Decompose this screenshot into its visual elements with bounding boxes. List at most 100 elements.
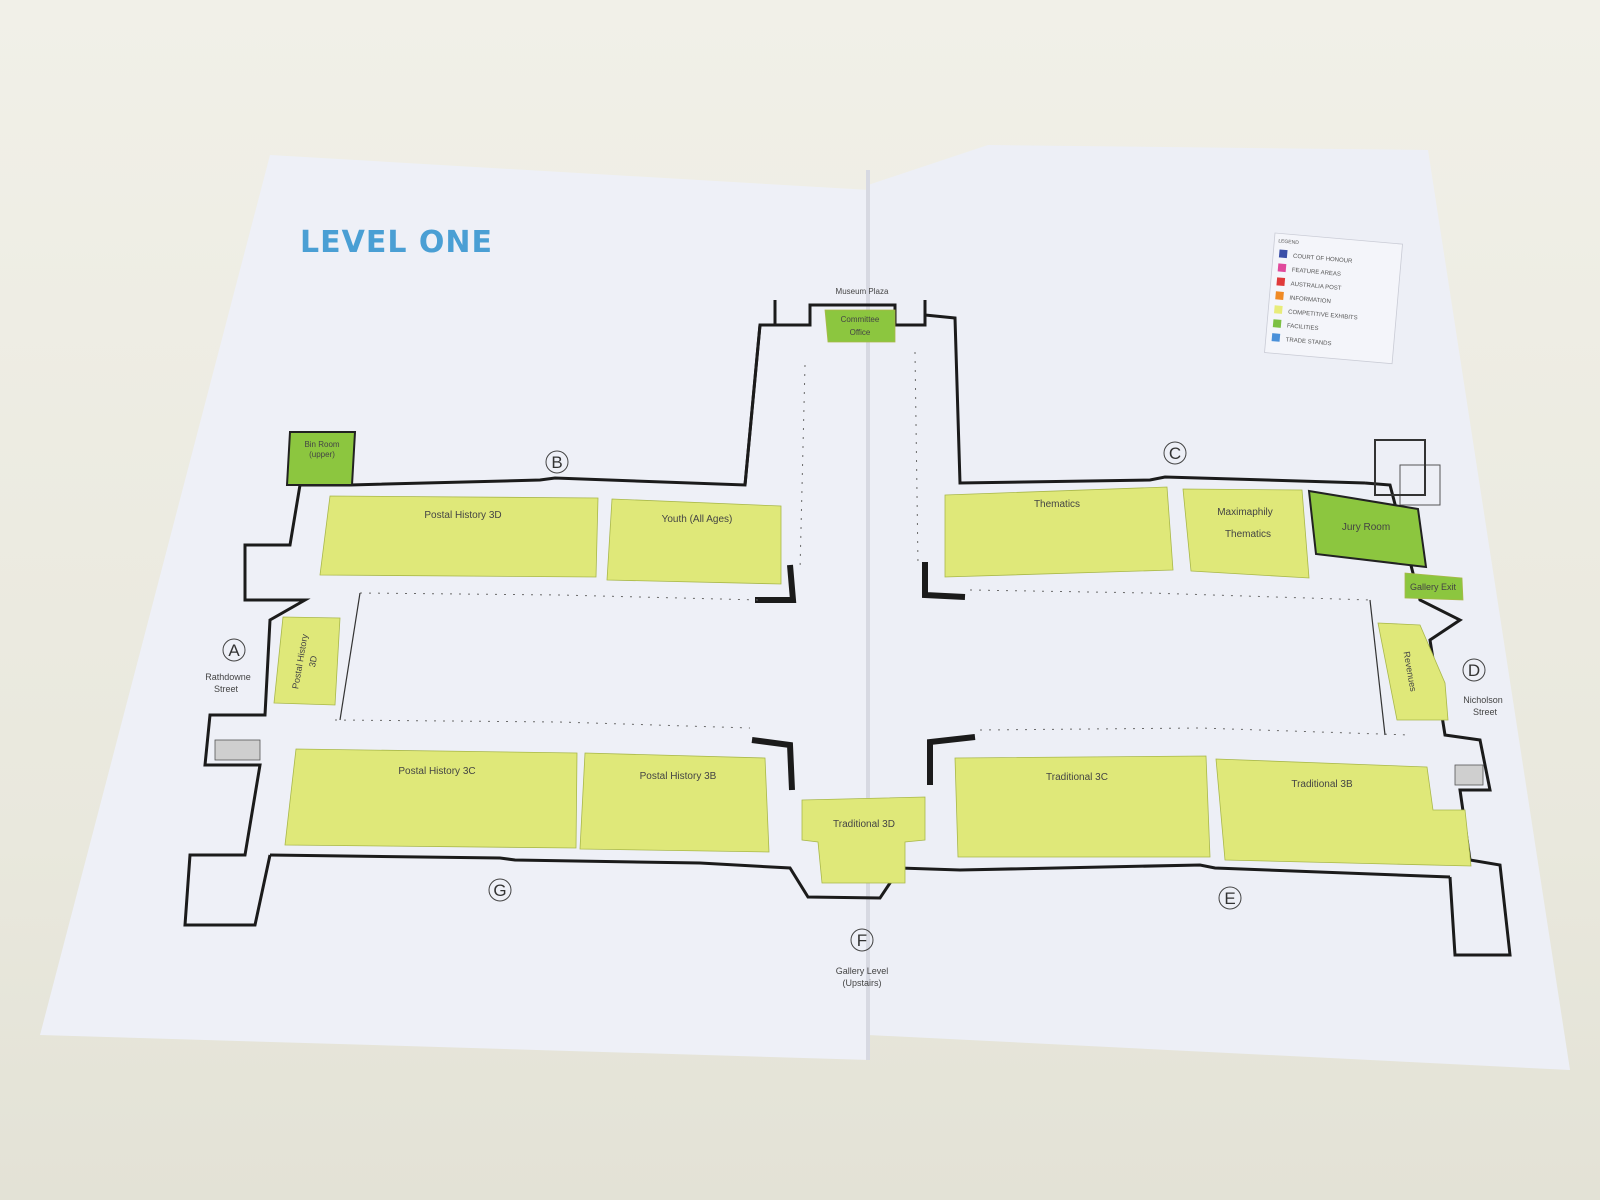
wall-west-tower xyxy=(743,324,762,486)
label-maximaphily-thematics: Thematics xyxy=(1225,529,1271,540)
legend-item-label: FEATURE AREAS xyxy=(1292,268,1342,278)
legend-item-label: TRADE STANDS xyxy=(1285,337,1331,347)
label-maximaphily: Maximaphily xyxy=(1217,507,1273,518)
entrance-c-circle xyxy=(1163,441,1187,465)
street-nicholson: Nicholson xyxy=(1463,695,1503,705)
label-youth: Youth (All Ages) xyxy=(662,514,733,525)
tower-inner-right xyxy=(914,351,919,566)
legend-item-label: AUSTRALIA POST xyxy=(1290,282,1342,292)
entrance-b-circle xyxy=(545,450,569,474)
label-gallery-exit: Gallery Exit xyxy=(1410,582,1457,592)
room-gallery-exit[interactable] xyxy=(1404,572,1464,601)
tower-inner-left xyxy=(799,364,806,571)
wall-bottom xyxy=(269,853,1451,900)
legend-item-label: FACILITIES xyxy=(1287,323,1319,332)
stair-tower-ne xyxy=(1374,439,1426,496)
label-postal-history-3d-side-sub: 3D xyxy=(307,654,319,668)
room-revenues[interactable] xyxy=(1377,622,1449,721)
entrance-g[interactable]: G xyxy=(488,878,512,902)
entrance-markers: A B C D E F G xyxy=(222,441,1486,952)
label-committee-sub: Office xyxy=(850,328,871,337)
corridor-south-left xyxy=(334,719,751,729)
room-committee-office[interactable] xyxy=(824,309,896,343)
corridor-north-right xyxy=(969,589,1371,601)
entrance-a[interactable]: A xyxy=(222,638,246,662)
legend-swatch xyxy=(1272,319,1282,328)
label-postal-history-3c: Postal History 3C xyxy=(398,766,475,777)
label-bin-room: Bin Room xyxy=(304,440,339,449)
brochure-spine xyxy=(866,170,870,1060)
legend-heading: LEGEND xyxy=(1278,238,1299,246)
corridor-lines xyxy=(214,351,1484,786)
room-traditional-3d[interactable] xyxy=(801,796,926,884)
building-walls xyxy=(183,300,1512,957)
room-traditional-3c[interactable] xyxy=(954,755,1211,858)
label-postal-history-3d-top: Postal History 3D xyxy=(424,510,501,521)
column-sw xyxy=(751,737,795,791)
wall-top-right xyxy=(924,313,1366,485)
room-thematics[interactable] xyxy=(944,486,1174,578)
street-rathdowne-sub: Street xyxy=(214,684,239,694)
column-nw xyxy=(755,564,797,603)
corridor-north-left xyxy=(359,592,761,601)
entrance-c[interactable]: C xyxy=(1163,441,1187,465)
room-bin-room[interactable] xyxy=(285,431,357,486)
corridor-south-right xyxy=(979,727,1411,736)
entrance-d-circle xyxy=(1462,658,1486,682)
column-ne xyxy=(922,562,966,600)
stair-box-ne xyxy=(1399,464,1441,506)
label-traditional-3b: Traditional 3B xyxy=(1291,779,1353,790)
room-postal-history-3d-side[interactable] xyxy=(273,616,341,706)
wall-east-end xyxy=(1364,481,1512,957)
room-maximaphily[interactable] xyxy=(1182,488,1310,579)
street-labels: Rathdowne Street Nicholson Street Museum… xyxy=(205,287,1503,988)
column-se xyxy=(927,734,976,785)
gallery-level-label: Gallery Level xyxy=(836,966,889,976)
room-traditional-3b[interactable] xyxy=(1215,758,1472,867)
label-traditional-3d: Traditional 3D xyxy=(833,819,895,830)
label-traditional-3c: Traditional 3C xyxy=(1046,772,1108,783)
street-museum-plaza: Museum Plaza xyxy=(836,287,889,296)
entrance-f-letter: F xyxy=(857,931,867,950)
corridor-east xyxy=(1369,599,1386,736)
room-youth[interactable] xyxy=(606,498,782,585)
entrance-f[interactable]: F xyxy=(850,928,874,952)
wall-west-end xyxy=(183,483,350,927)
entrance-a-letter: A xyxy=(228,641,240,660)
stair-box-w xyxy=(214,739,261,761)
entrance-b-letter: B xyxy=(551,453,562,472)
room-postal-history-3c[interactable] xyxy=(284,748,578,849)
street-nicholson-sub: Street xyxy=(1473,707,1498,717)
entrance-e[interactable]: E xyxy=(1218,886,1242,910)
gallery-level-sub: (Upstairs) xyxy=(842,978,881,988)
legend-swatch xyxy=(1276,277,1286,287)
entrance-g-circle xyxy=(488,878,512,902)
label-committee: Committee xyxy=(841,315,880,324)
entrance-c-letter: C xyxy=(1169,444,1181,463)
entrance-d[interactable]: D xyxy=(1462,658,1486,682)
legend-swatch xyxy=(1271,333,1281,342)
label-bin-room-sub: (upper) xyxy=(309,450,335,459)
label-thematics: Thematics xyxy=(1034,499,1080,510)
legend-box xyxy=(1264,232,1403,365)
label-postal-history-3b: Postal History 3B xyxy=(640,771,717,782)
legend-swatch xyxy=(1275,291,1284,300)
stair-box-se xyxy=(1454,764,1484,786)
entrance-d-letter: D xyxy=(1468,661,1480,680)
room-jury-room[interactable] xyxy=(1307,489,1428,569)
legend-item-label: COURT OF HONOUR xyxy=(1293,254,1353,265)
legend-swatch xyxy=(1278,249,1288,259)
entrance-a-circle xyxy=(222,638,246,662)
entrance-e-circle xyxy=(1218,886,1242,910)
entrance-b[interactable]: B xyxy=(545,450,569,474)
legend-swatch xyxy=(1277,263,1287,273)
legend: LEGEND COURT OF HONOUR FEATURE AREAS AUSTR… xyxy=(1264,232,1403,365)
legend-item-label: INFORMATION xyxy=(1289,296,1331,306)
room-postal-history-3d-top[interactable] xyxy=(319,495,599,578)
entrance-f-circle xyxy=(850,928,874,952)
label-jury-room: Jury Room xyxy=(1342,522,1390,533)
room-postal-history-3b[interactable] xyxy=(579,752,770,853)
rooms xyxy=(273,309,1472,884)
legend-swatch xyxy=(1274,305,1283,314)
